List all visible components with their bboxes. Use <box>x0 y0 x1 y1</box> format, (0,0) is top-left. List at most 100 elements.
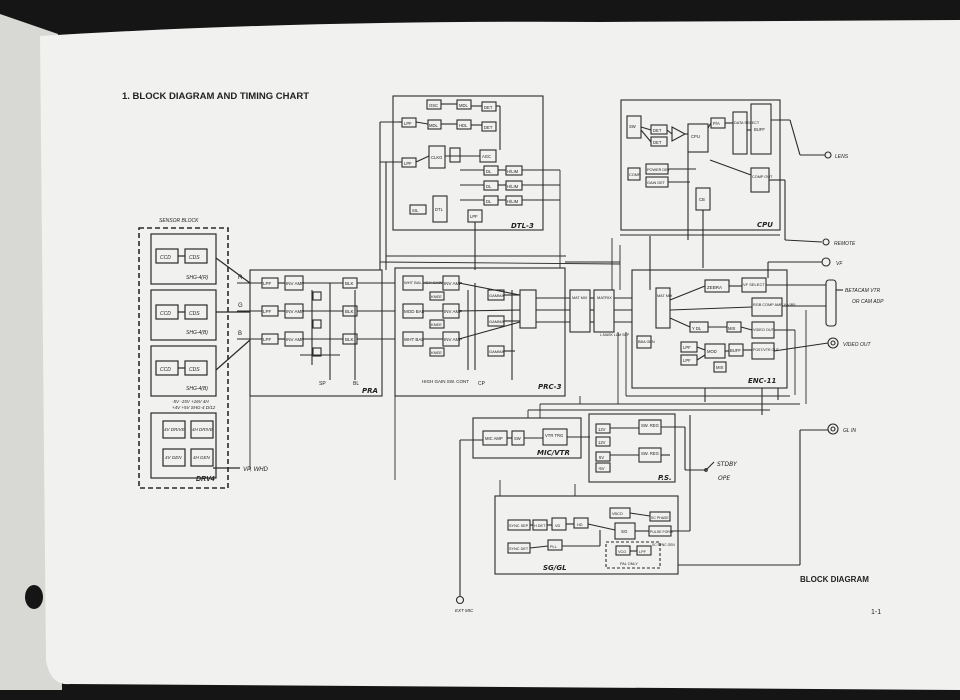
dtl3-label: DTL-3 <box>511 222 534 230</box>
enc-vf-select: VF SELECT <box>743 282 765 287</box>
cpu-power-det: POWER DET <box>647 168 671 172</box>
enc-matrix-note: L.MASK LUM SEP <box>600 333 630 337</box>
dtl-hlim-3: H/LIM <box>507 199 519 204</box>
enc-lpf-2: LPF <box>683 358 691 363</box>
ext-betacam: BETACAM VTR <box>845 288 881 294</box>
enc-mix-2: MIX <box>728 326 736 331</box>
sg-vbco: VBCO <box>612 512 623 516</box>
dtl-lpf-2: LPF <box>404 161 412 166</box>
cpu-sw: SW <box>629 124 636 129</box>
cds-label-1: CDS <box>189 255 200 261</box>
ext-vf: VF <box>836 261 843 267</box>
dtl-osc: OSC <box>429 103 438 108</box>
sg-pal-only: PAL ONLY <box>620 562 638 566</box>
pra-inv-amp-2: INV AMP <box>286 309 304 314</box>
dtl-mdl-2: MDL <box>429 123 439 128</box>
sg-sc-phase: SC PHASE <box>651 516 669 520</box>
prc-wht-bal: WHT BAL <box>404 337 424 342</box>
prc-inv-amp-1: INV AMP <box>444 281 462 286</box>
ps-5v: 5V <box>599 455 604 460</box>
sg-lpf: LPF <box>639 550 647 554</box>
ps-12v-1: 12V <box>598 427 606 432</box>
dtl-dl-1: DL <box>486 169 492 174</box>
drv-4h-drive: 4H DRIVE <box>192 427 214 432</box>
mic-sw: SW <box>514 436 521 441</box>
cpu-cb: CB <box>699 197 705 202</box>
prc-mod-bal: MOD BAL <box>404 309 425 314</box>
cpu-pa: P/A <box>713 121 720 126</box>
sg-sc-sync-gen: SC SYNC GEN <box>652 543 675 547</box>
drv4-label: DRV4 <box>196 476 215 483</box>
pra-lpf-1: LPF <box>263 281 272 286</box>
cpu-board <box>620 99 825 268</box>
dtl-hdl: HDL <box>459 123 468 128</box>
enc-lpf-1: LPF <box>683 345 691 350</box>
ps-stdby: STDBY <box>717 461 738 468</box>
cpu-comp-out: COMP OUT <box>752 175 773 179</box>
prc-cp-label: CP <box>478 381 486 387</box>
shg-unit-2: SHG-4(B) <box>186 330 208 336</box>
enc-rgb-comp: RGB COMP AMP Y/V/B5 <box>753 303 795 307</box>
pra-inv-amp-1: INV AMP <box>286 281 304 286</box>
shg-unit-1: SHG-4(R) <box>186 275 209 281</box>
prc-knee-1: KNEE <box>431 294 442 299</box>
ccd-label-1: CCD <box>160 255 171 261</box>
prc-gamma-3: GAMMA <box>489 349 504 354</box>
enc-buff: BUFF <box>730 348 741 353</box>
dtl-agc: AGC <box>482 154 491 159</box>
ps-ope: OPE <box>718 475 730 482</box>
cpu-label: CPU <box>757 221 773 229</box>
shg-unit-3: SHG-4(B) <box>186 386 208 392</box>
sensor-note-1: -5V -15V +16V 4H <box>172 399 209 404</box>
enc11-label: ENC-11 <box>748 377 777 385</box>
sg-vd: VD <box>555 524 561 528</box>
dtl-clkg: CLKG <box>431 155 442 160</box>
pra-label: PRA <box>362 387 378 395</box>
enc-mix: MAT MIX <box>572 296 588 300</box>
dtl-sil: SIL <box>412 208 419 213</box>
drv-4v-drive: 4V DRIVE <box>164 427 186 432</box>
enc-mod: MOD <box>707 349 717 354</box>
dtl-det-2: DET <box>484 125 493 130</box>
external-connectors <box>455 151 843 605</box>
mic-vtr-board <box>459 417 590 596</box>
sensor-block <box>138 227 251 489</box>
cpu-comp: COMP <box>629 173 641 177</box>
sg-gl-board <box>494 415 828 575</box>
ext-mic: EXT MIC <box>455 608 474 613</box>
diagram-caption: BLOCK DIAGRAM <box>800 575 869 584</box>
ccd-label-3: CCD <box>160 367 171 373</box>
sensor-title: SENSOR BLOCK <box>159 218 199 224</box>
ps-sw-reg-1: SW. REG <box>641 423 659 428</box>
enc-mix-3: MIX <box>716 365 724 370</box>
ps-board <box>588 413 715 483</box>
dtl-dl-2: DL <box>486 184 492 189</box>
sg-sg: SG <box>621 529 628 534</box>
dtl-dl-3: DL <box>486 199 492 204</box>
enc-video-out: VIDEO OUT <box>753 328 775 332</box>
mic-vtr-label: MIC/VTR <box>537 449 570 457</box>
sg-pll: PLL <box>550 545 557 549</box>
ext-video-out: VIDEO OUT <box>843 342 871 348</box>
prc-inv-amp-2: INV AMP <box>444 309 462 314</box>
enc-zebra: ZEBRA <box>707 285 722 290</box>
page-number: 1-1 <box>871 609 881 616</box>
pra-lpf-3: LPF <box>263 337 272 342</box>
cds-label-2: CDS <box>189 311 200 317</box>
ccd-label-2: CCD <box>160 311 171 317</box>
prc-knee-3: KNEE <box>431 350 442 355</box>
sg-gl-label: SG/GL <box>543 564 567 572</box>
page-heading: 1. BLOCK DIAGRAM AND TIMING CHART <box>122 91 309 102</box>
ext-remote: REMOTE <box>834 241 856 247</box>
pra-input-g: G <box>238 303 243 309</box>
paper-page <box>40 20 960 690</box>
sg-pulse-form: PULSE FORM <box>650 530 673 534</box>
enc-ydl: Y DL <box>692 326 702 331</box>
binder-hole <box>25 585 43 609</box>
enc-post-vtr-out: POST/VTR OUT <box>753 348 780 352</box>
pra-blk-1: BLK <box>345 281 354 286</box>
ext-betacam2: OR CAM ADP <box>852 299 884 305</box>
enc-mix-inner: MAT MIX <box>657 294 673 298</box>
